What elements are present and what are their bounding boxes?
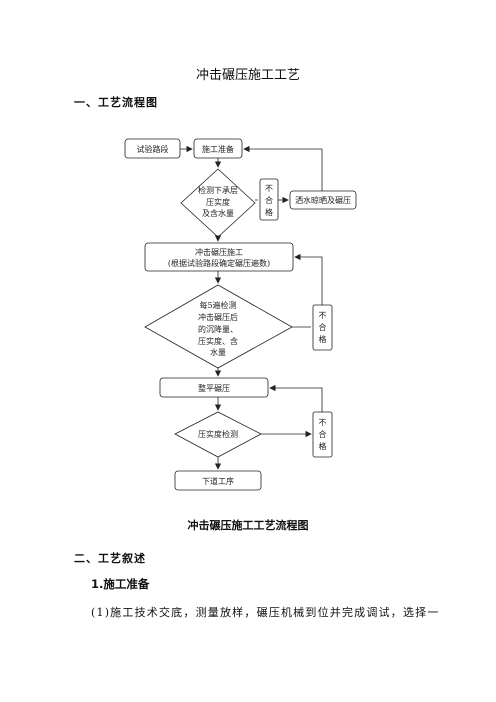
fail1-box xyxy=(259,178,279,221)
check1-line2: 压实度 xyxy=(206,197,230,207)
fail2-char2: 合 xyxy=(319,322,327,332)
fail2-char1: 不 xyxy=(319,311,327,320)
check1-line1: 检测下承层 xyxy=(198,185,238,195)
impact-roll-box xyxy=(144,242,294,272)
fail3-char3: 格 xyxy=(319,441,327,451)
check3-label: 压实度检测 xyxy=(198,429,238,439)
check2-line5: 水量 xyxy=(210,347,226,357)
section-heading-description: 二、工艺叙述 xyxy=(74,552,146,565)
prep-label: 施工准备 xyxy=(202,144,234,154)
next-step-label: 下道工序 xyxy=(202,476,234,486)
document-title: 冲击碾压施工工艺 xyxy=(195,68,300,83)
impact-roll-line2: (根据试验路段确定碾压遍数) xyxy=(168,258,270,268)
fail3-char2: 合 xyxy=(319,429,327,439)
impact-roll-line1: 冲击碾压施工 xyxy=(195,247,243,257)
check2-line1: 每5遍检测 xyxy=(199,300,236,310)
water-roll-box xyxy=(289,190,357,210)
fail1-char2: 合 xyxy=(265,195,273,205)
check2-line4: 压实度、含 xyxy=(198,336,238,346)
figure-caption: 冲击碾压施工工艺流程图 xyxy=(187,519,309,532)
paragraph-prep: (1)施工技术交底，测量放样，碾压机械到位并完成调试，选择一 xyxy=(91,606,440,619)
next-step-box xyxy=(174,470,262,491)
fail1-char3: 格 xyxy=(265,207,273,217)
check1-line3: 及含水量 xyxy=(202,208,234,218)
fail3-box xyxy=(312,411,333,458)
fail1-char1: 不 xyxy=(265,184,273,193)
water-roll-label: 洒水晾晒及碾压 xyxy=(295,195,351,205)
test-road-box xyxy=(124,138,181,159)
test-road-label: 试验路段 xyxy=(137,144,169,154)
level-roll-label: 整平碾压 xyxy=(198,383,230,393)
check2-line3: 的沉降量、 xyxy=(198,324,238,334)
check2-line2: 冲击碾压后 xyxy=(198,312,238,322)
fail2-char3: 格 xyxy=(319,334,327,344)
subsection-heading-prep: 1.施工准备 xyxy=(91,577,150,591)
fail3-char1: 不 xyxy=(319,418,327,427)
fail2-box xyxy=(312,304,333,351)
level-roll-box xyxy=(159,377,269,398)
section-heading-flowchart: 一、工艺流程图 xyxy=(74,96,158,109)
